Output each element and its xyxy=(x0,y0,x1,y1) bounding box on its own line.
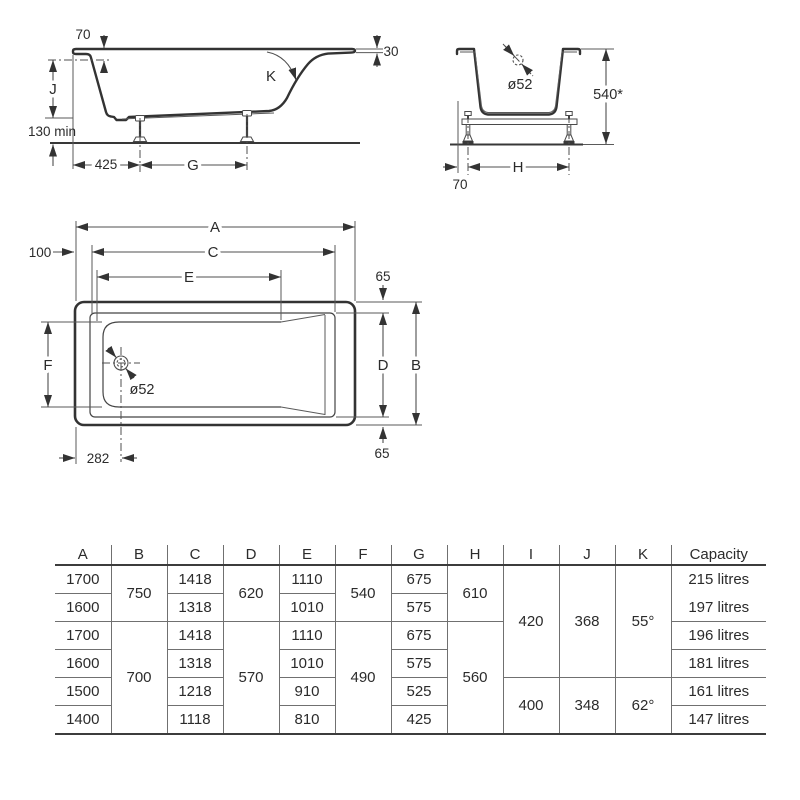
dim-30-label: 30 xyxy=(383,44,398,59)
dim-70-label: 70 xyxy=(75,27,90,42)
bathtub-end-profile xyxy=(450,47,583,146)
cell-i-merged: 400 xyxy=(502,677,559,735)
support-rail xyxy=(461,118,578,125)
cell-a: 1700 xyxy=(55,565,111,594)
cell-capacity: 147 litres xyxy=(670,705,766,735)
col-header-j: J xyxy=(558,545,615,566)
cell-g: 575 xyxy=(390,649,447,678)
drain-diameter-label: ø52 xyxy=(130,382,155,398)
table-header-row: A B C D E F G H I J K Capacity xyxy=(55,545,766,566)
dim-f-label: F xyxy=(43,357,52,374)
cell-c: 1318 xyxy=(166,649,223,678)
side-view-dimensions: 70 30 K J 130 min 425 G xyxy=(28,27,399,178)
dim-a-label: A xyxy=(210,219,220,236)
dim-j-label: J xyxy=(49,81,57,98)
table-row: 1700 700 1418 570 1110 490 675 560 196 l… xyxy=(55,621,766,735)
cell-capacity: 196 litres xyxy=(670,621,766,650)
col-header-e: E xyxy=(278,545,335,566)
cell-c: 1418 xyxy=(166,565,223,594)
cell-e: 1110 xyxy=(278,621,335,650)
col-header-i: I xyxy=(502,545,559,566)
col-header-capacity: Capacity xyxy=(670,545,766,566)
col-header-g: G xyxy=(390,545,447,566)
cell-c: 1418 xyxy=(166,621,223,650)
end-view-dimensions: 540* H 70 xyxy=(443,48,627,192)
cell-a: 1600 xyxy=(55,593,111,622)
dim-65-top-label: 65 xyxy=(375,269,390,284)
dim-g-label: G xyxy=(187,157,199,174)
dim-425-label: 425 xyxy=(95,157,118,172)
dim-70-label: 70 xyxy=(452,177,467,192)
table-row: 1400 1118 810 425 147 litres xyxy=(55,705,766,735)
cell-capacity: 161 litres xyxy=(670,677,766,706)
table-row: 1600 1318 1010 575 181 litres xyxy=(55,649,766,678)
cell-k-merged: 62° xyxy=(614,677,671,735)
bathtub-side-profile xyxy=(50,47,360,144)
cell-b-merged: 750 xyxy=(110,565,167,622)
col-header-b: B xyxy=(110,545,167,566)
cell-a: 1600 xyxy=(55,649,111,678)
dim-b-label: B xyxy=(411,357,421,374)
cell-e: 1010 xyxy=(278,649,335,678)
col-header-d: D xyxy=(222,545,279,566)
dim-282-label: 282 xyxy=(87,451,110,466)
col-header-c: C xyxy=(166,545,223,566)
dim-130min-label: 130 min xyxy=(28,124,76,139)
cell-i-merged: 420 xyxy=(502,565,559,678)
cell-g: 525 xyxy=(390,677,447,706)
table-row: 1700 750 1418 620 1110 540 675 610 420 3… xyxy=(55,565,766,678)
cell-a: 1500 xyxy=(55,677,111,706)
table-row: 1500 1218 910 525 400 348 62° 161 litres xyxy=(55,677,766,735)
cell-d-merged: 570 xyxy=(222,621,279,735)
cell-h-merged: 560 xyxy=(446,621,503,735)
cell-j-merged: 368 xyxy=(558,565,615,678)
cell-e: 1010 xyxy=(278,593,335,622)
dim-h-label: H xyxy=(513,159,524,176)
plan-view-dimensions: A C E 100 65 D B 65 F 282 xyxy=(29,216,425,467)
cell-g: 675 xyxy=(390,565,447,594)
plan-view-drawing: ø52 A C E 100 65 D B xyxy=(29,216,425,467)
cell-f-merged: 490 xyxy=(334,621,391,735)
drain-diameter-label: ø52 xyxy=(508,77,533,93)
cell-capacity: 215 litres xyxy=(670,565,766,594)
end-view-drawing: ø52 540* H 70 xyxy=(443,43,627,192)
cell-capacity: 197 litres xyxy=(670,593,766,622)
table-row: 1600 1318 1010 575 197 litres xyxy=(55,593,766,622)
cell-d-merged: 620 xyxy=(222,565,279,622)
cell-c: 1118 xyxy=(166,705,223,735)
dim-65-bottom-label: 65 xyxy=(374,446,389,461)
dim-100-label: 100 xyxy=(29,245,52,260)
cell-c: 1218 xyxy=(166,677,223,706)
dim-e-label: E xyxy=(184,269,194,286)
dim-d-label: D xyxy=(378,357,389,374)
cell-e: 810 xyxy=(278,705,335,735)
bathtub-plan-outline xyxy=(73,300,357,427)
cell-k-merged: 55° xyxy=(614,565,671,678)
cell-e: 910 xyxy=(278,677,335,706)
cell-b-merged: 700 xyxy=(110,621,167,735)
cell-g: 575 xyxy=(390,593,447,622)
cell-a: 1700 xyxy=(55,621,111,650)
plan-drain: ø52 xyxy=(102,345,155,462)
cell-g: 675 xyxy=(390,621,447,650)
cell-j-merged: 348 xyxy=(558,677,615,735)
col-header-f: F xyxy=(334,545,391,566)
col-header-h: H xyxy=(446,545,503,566)
dim-k-label: K xyxy=(266,68,276,85)
dimensions-table: A B C D E F G H I J K Capacity 1700 750 … xyxy=(55,545,766,735)
col-header-a: A xyxy=(55,545,111,566)
cell-a: 1400 xyxy=(55,705,111,735)
cell-f-merged: 540 xyxy=(334,565,391,622)
cell-g: 425 xyxy=(390,705,447,735)
cell-c: 1318 xyxy=(166,593,223,622)
dim-c-label: C xyxy=(208,244,219,261)
cell-h-merged: 610 xyxy=(446,565,503,622)
col-header-k: K xyxy=(614,545,671,566)
side-view-drawing: 70 30 K J 130 min 425 G xyxy=(28,27,399,178)
dim-540-label: 540* xyxy=(593,87,623,103)
cell-e: 1110 xyxy=(278,565,335,594)
end-drain: ø52 xyxy=(502,43,534,93)
cell-capacity: 181 litres xyxy=(670,649,766,678)
